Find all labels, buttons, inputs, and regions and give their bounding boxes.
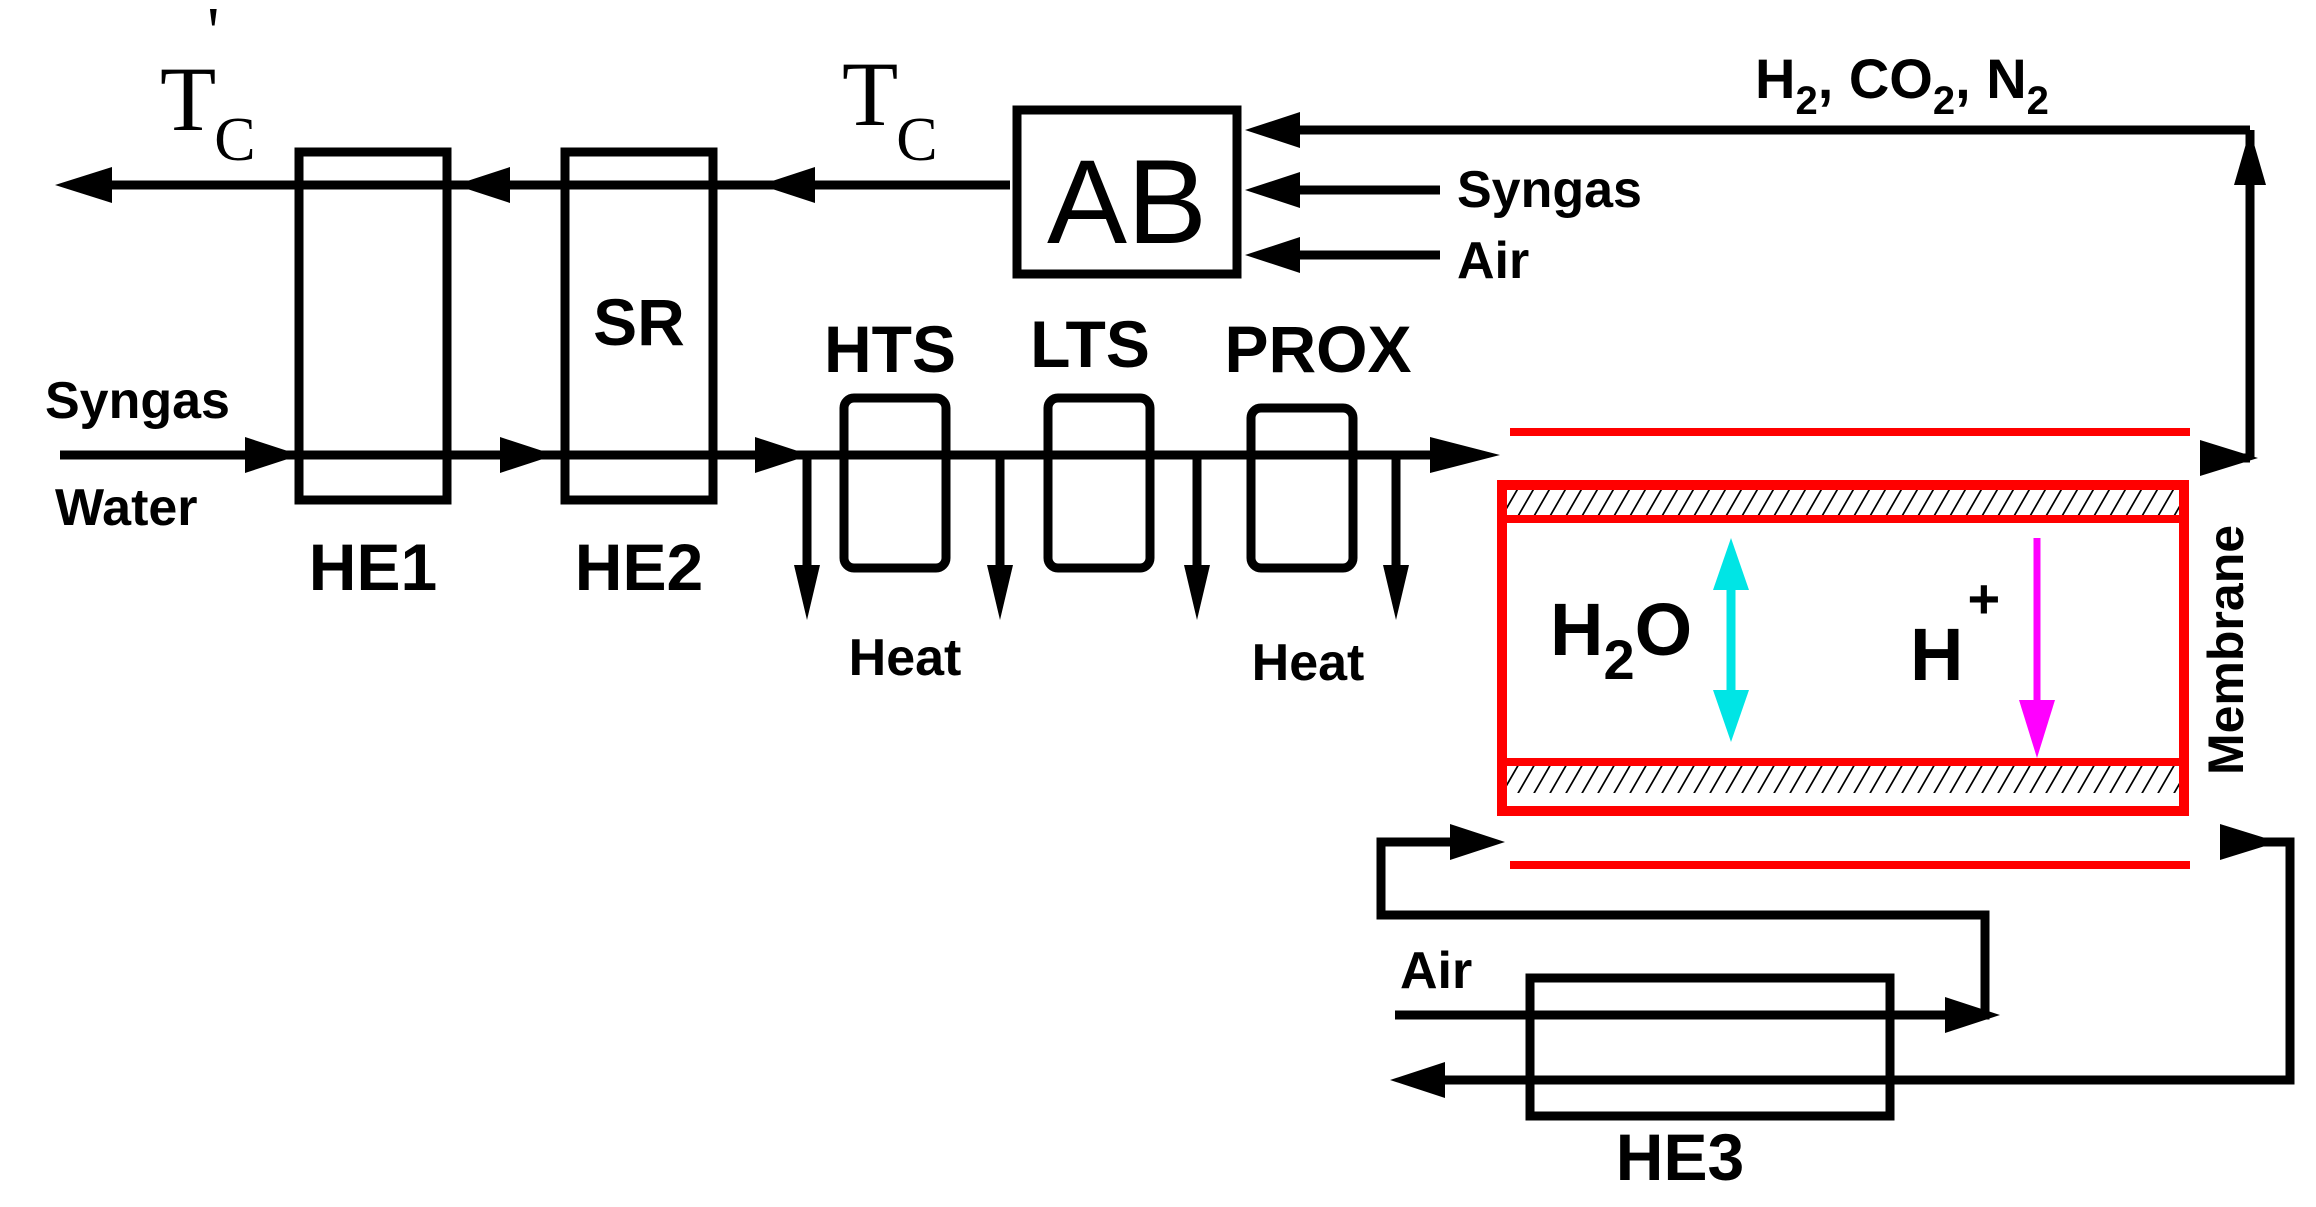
he3-box (1525, 973, 1895, 1121)
he1-label: HE1 (309, 530, 437, 604)
heat-left-label: Heat (849, 629, 962, 687)
prox-reactor (1246, 403, 1358, 573)
ab-box (1012, 105, 1242, 279)
exhaust-arrow-left (55, 167, 112, 203)
membrane-label: Membrane (2198, 525, 2254, 775)
sr-label: SR (593, 285, 685, 359)
prox-label: PROX (1224, 312, 1411, 386)
ab-syngas-label: Syngas (1457, 161, 1642, 219)
anode-out-arrow (2200, 440, 2258, 476)
he2-label: HE2 (575, 530, 703, 604)
he1-box (294, 147, 452, 505)
lts-reactor (1043, 393, 1155, 573)
inlet-syngas-label: Syngas (45, 372, 230, 430)
cathode-inlet-arrow (1450, 824, 1505, 860)
tc-prime-mark: ' (207, 0, 220, 71)
heat-arrow-1 (794, 565, 820, 620)
proton-label: H+ (1910, 567, 2000, 696)
exhaust-line (55, 167, 1010, 203)
ab-label: AB (1047, 135, 1207, 269)
heat-arrow-2 (987, 565, 1013, 620)
tc-label: TC (842, 43, 938, 174)
cathode-out-arrow (2220, 824, 2278, 860)
he3-outlet-right-arrow (1945, 997, 2000, 1033)
process-line (60, 437, 1500, 473)
he2-sr-box (560, 147, 718, 505)
anode-recycle (2200, 130, 2266, 476)
hts-inlet-arrow (755, 437, 810, 473)
ab-inputs (1245, 112, 2250, 273)
fuel-cell (1497, 428, 2190, 869)
lts-label: LTS (1030, 307, 1150, 381)
sr-inlet-arrow (500, 437, 555, 473)
exhaust-arrow-he1 (455, 167, 510, 203)
he3-outlet-left-arrow (1390, 1062, 1445, 1098)
hts-reactor (839, 393, 951, 573)
he3-air-label: Air (1400, 942, 1472, 1000)
recycle-gas-label: H2, CO2, N2 (1755, 47, 2049, 123)
recycle-arrow (1245, 112, 1300, 148)
ab-air-arrow (1245, 237, 1300, 273)
cathode-loop (1376, 824, 2295, 1098)
fc-inlet-arrow (1430, 437, 1500, 473)
proton-transport-arrow (2019, 538, 2055, 758)
he3-label: HE3 (1616, 1120, 1744, 1194)
inlet-water-label: Water (55, 479, 198, 537)
heat-drops (794, 455, 1409, 620)
ab-air-label: Air (1457, 232, 1529, 290)
inlet-arrow (245, 437, 300, 473)
water-label: H2O (1550, 588, 1692, 691)
membrane-top-layer (1502, 487, 2184, 517)
tc-prime-label: TC (160, 48, 256, 174)
water-transport-arrow (1713, 538, 1749, 742)
membrane-frame (1497, 480, 2189, 816)
heat-arrow-4 (1383, 565, 1409, 620)
ab-syngas-arrow (1245, 172, 1300, 208)
membrane-bottom-layer (1502, 763, 2184, 793)
recycle-up-arrow (2234, 130, 2266, 185)
heat-arrow-3 (1184, 565, 1210, 620)
exhaust-arrow-he2 (760, 167, 815, 203)
heat-right-label: Heat (1252, 634, 1365, 692)
hts-label: HTS (824, 312, 956, 386)
